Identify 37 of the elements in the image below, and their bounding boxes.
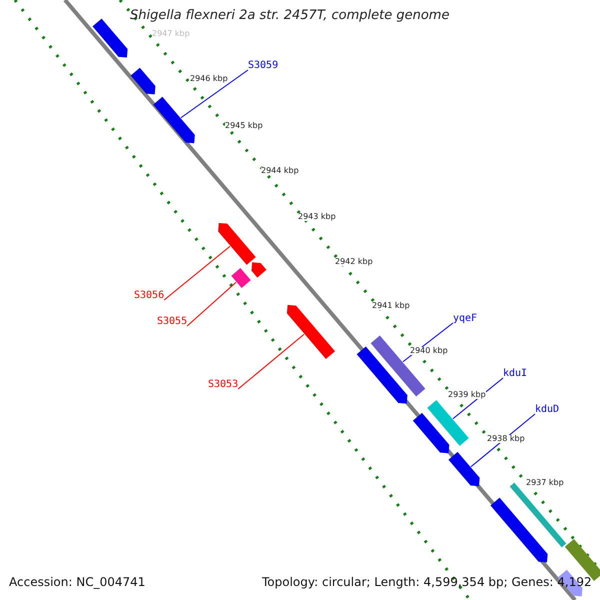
gene-label: S3055 bbox=[157, 317, 188, 327]
gene-feature bbox=[286, 304, 335, 359]
leader-line bbox=[180, 70, 248, 118]
gene-feature bbox=[130, 68, 156, 94]
gene-feature bbox=[490, 498, 548, 562]
position-label: 2941 kbp bbox=[372, 302, 410, 310]
gene-feature bbox=[92, 18, 128, 58]
gene-label: S3053 bbox=[208, 380, 238, 390]
gene-label: S3056 bbox=[134, 291, 164, 301]
position-label: 2937 kbp bbox=[526, 479, 564, 487]
leader-line bbox=[186, 282, 237, 326]
gene-label: yqeF bbox=[453, 314, 478, 324]
genome-summary-text: Topology: circular; Length: 4,599,354 bp; Genes: 4,192 bbox=[262, 576, 592, 588]
position-label: 2945 kbp bbox=[225, 122, 263, 130]
gene-label: kduD bbox=[535, 405, 560, 415]
title: Shigella flexneri 2a str. 2457T, complete genome bbox=[130, 9, 450, 22]
position-label: 2947 kbp bbox=[152, 30, 190, 38]
gene-feature bbox=[356, 346, 408, 404]
gene-label: kduI bbox=[503, 369, 528, 379]
gene-feature bbox=[427, 400, 469, 446]
gene-feature bbox=[231, 268, 251, 288]
position-label: 2942 kbp bbox=[335, 258, 373, 266]
gene-label: S3059 bbox=[248, 61, 278, 71]
position-label: 2943 kbp bbox=[298, 213, 336, 221]
position-label: 2944 kbp bbox=[261, 167, 299, 175]
leader-line bbox=[238, 334, 305, 390]
position-label: 2946 kbp bbox=[190, 75, 228, 83]
gene-feature bbox=[412, 412, 450, 454]
position-label: 2938 kbp bbox=[487, 435, 525, 443]
position-label: 2939 kbp bbox=[448, 391, 486, 399]
position-label: 2940 kbp bbox=[410, 347, 448, 355]
leader-line bbox=[164, 246, 231, 300]
accession-text: Accession: NC_004741 bbox=[9, 576, 146, 588]
gene-feature bbox=[448, 452, 480, 486]
gene-feature bbox=[251, 262, 266, 278]
gene-feature bbox=[218, 223, 256, 265]
gene-feature bbox=[153, 96, 195, 144]
